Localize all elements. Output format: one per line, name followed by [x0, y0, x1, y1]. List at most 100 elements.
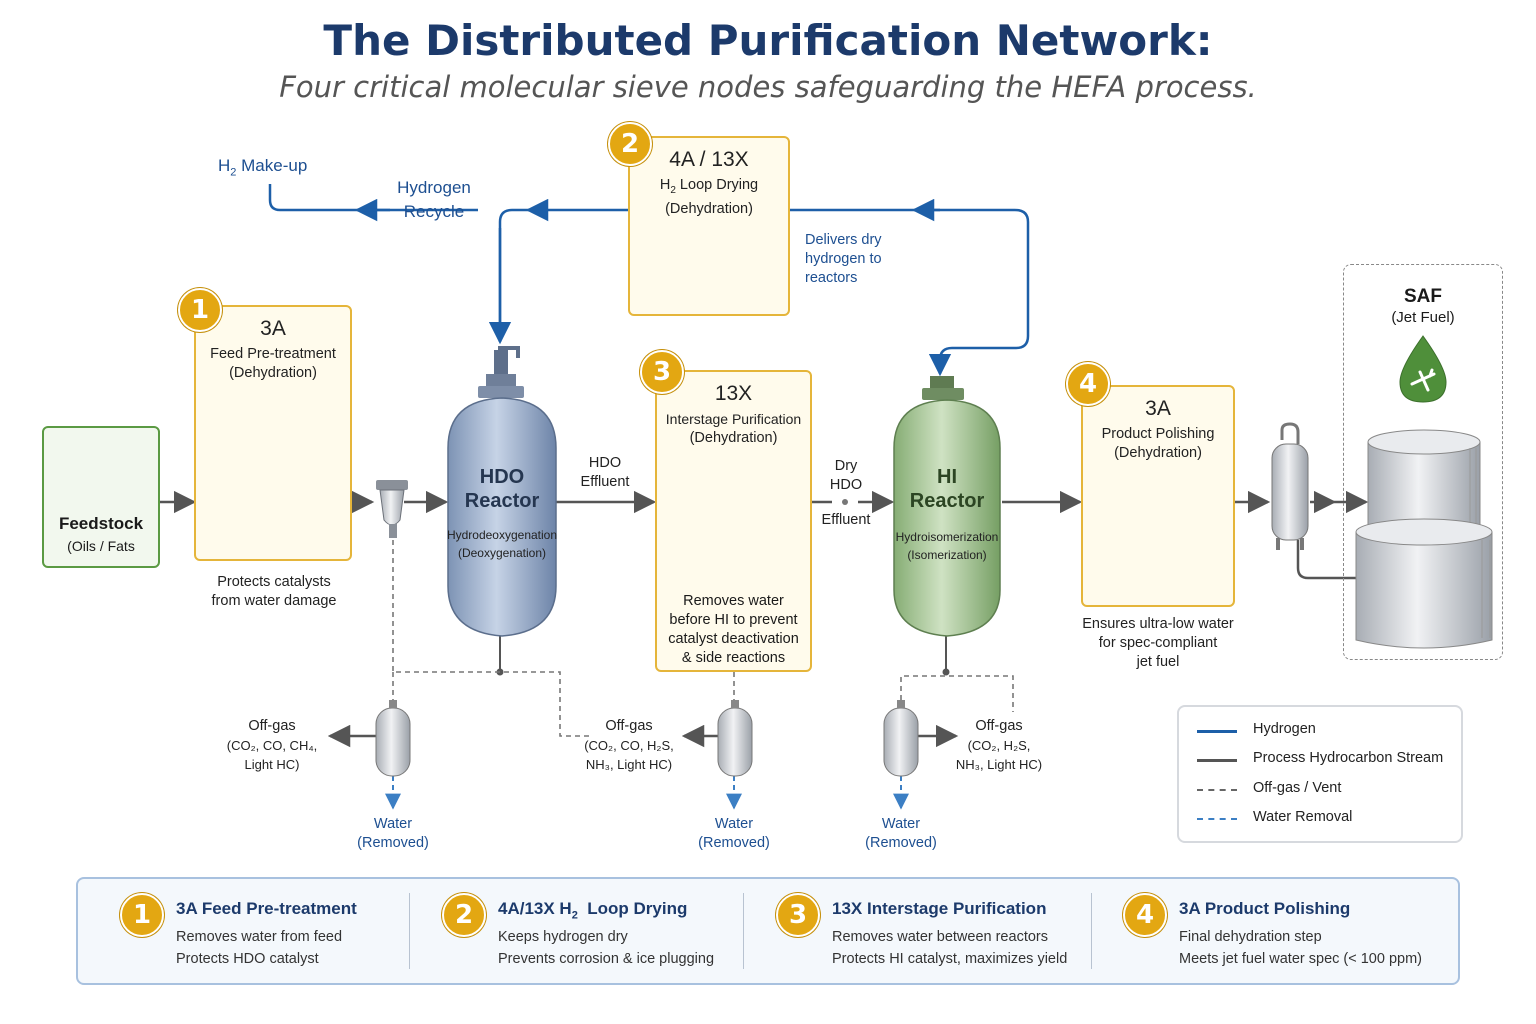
hi-reactor-title: HI Reactor: [894, 465, 1000, 513]
water-3-title: Water: [881, 816, 921, 832]
offgas-2-line-2: (CO₂, CO, H₂S,: [584, 738, 674, 753]
node-4-name: Product Polishing: [1101, 426, 1215, 442]
dry-effluent-line-2: HDO: [829, 477, 863, 493]
offgas-1-line-3: Light HC): [244, 757, 300, 772]
node-2-name-suffix: Loop Drying: [675, 177, 759, 193]
node-3-note: Removes water before HI to prevent catal…: [657, 592, 810, 668]
water-1-title: Water: [373, 816, 413, 832]
offgas-3-title: Off-gas: [975, 718, 1023, 734]
summary-3-line-2: Protects HI catalyst, maximizes yield: [832, 951, 1068, 967]
filter-icon: [376, 480, 408, 538]
legend-swatch-process: [1197, 759, 1237, 762]
offgas-1-line-2: (CO₂, CO, CH₄,: [226, 738, 318, 753]
node-2-note-line-1: Delivers dry: [805, 232, 882, 248]
offgas-1-label: Off-gas (CO₂, CO, CH₄, Light HC): [212, 717, 332, 774]
summary-divider-2: [743, 893, 744, 969]
summary-1-title: 3A Feed Pre-treatment: [176, 899, 357, 918]
node-2-code: 4A / 13X: [669, 148, 749, 171]
offgas-2-line-3: NH₃, Light HC): [585, 757, 673, 772]
hi-reactor-line-1: HI: [937, 466, 957, 488]
separator-1-icon: [375, 700, 411, 777]
node-3-badge: 3: [640, 350, 684, 394]
hdo-reactor-title: HDO Reactor: [448, 465, 556, 513]
dry-hdo-effluent-label: Dry HDO Effluent: [815, 457, 877, 530]
legend-label-hydrogen: Hydrogen: [1253, 721, 1316, 737]
legend: Hydrogen Process Hydrocarbon Stream Off-…: [1177, 705, 1463, 843]
offgas-3-line-3: NH₃, Light HC): [955, 757, 1043, 772]
summary-item-1: 1 3A Feed Pre-treatment Removes water fr…: [78, 879, 408, 983]
h2-makeup-sub: 2: [230, 166, 237, 179]
feedstock-detail: (Oils / Fats: [67, 538, 135, 554]
hdo-reactor-process-sub: (Deoxygenation): [457, 546, 547, 560]
summary-1-line-2: Protects HDO catalyst: [176, 951, 319, 967]
summary-bar: 1 3A Feed Pre-treatment Removes water fr…: [76, 877, 1460, 985]
summary-4-title: 3A Product Polishing: [1179, 899, 1351, 918]
saf-product-box: [1343, 264, 1503, 660]
summary-2-title-pre: 4A/13X H: [498, 899, 572, 918]
product-column-icon: [1271, 422, 1309, 550]
legend-swatch-water: [1197, 818, 1237, 820]
hydrogen-recycle-line-1: Hydrogen: [397, 178, 471, 197]
node-1-code: 3A: [260, 317, 286, 340]
node-2-note-line-3: reactors: [805, 270, 858, 286]
page-title: The Distributed Purification Network:: [323, 16, 1213, 65]
node-3-note-line-1: Removes water: [683, 593, 784, 609]
node-2-name: H2 Loop Drying: [630, 176, 788, 200]
page-subtitle: Four critical molecular sieve nodes safe…: [279, 70, 1257, 104]
feedstock-box: Feedstock (Oils / Fats: [42, 426, 160, 568]
summary-divider-3: [1091, 893, 1092, 969]
summary-1-badge: 1: [120, 893, 164, 937]
node-2-mode: (Dehydration): [665, 200, 753, 217]
water-1-label: Water (Removed): [343, 815, 443, 853]
offgas-3-line-2: (CO₂, H₂S,: [967, 738, 1031, 753]
water-2-label: Water (Removed): [684, 815, 784, 853]
node-4-note-line-1: Ensures ultra-low water: [1082, 616, 1234, 632]
node-1-mode: (Dehydration): [229, 365, 317, 381]
legend-label-offgas: Off-gas / Vent: [1253, 780, 1342, 796]
water-2-sub: (Removed): [698, 835, 770, 851]
sieve-node-1: 3A Feed Pre-treatment (Dehydration): [194, 305, 352, 561]
legend-swatch-hydrogen: [1197, 730, 1237, 733]
summary-2-title-post: Loop Drying: [577, 899, 688, 918]
node-2-name-sub: 2: [670, 184, 676, 196]
water-3-sub: (Removed): [865, 835, 937, 851]
node-1-badge: 1: [178, 288, 222, 332]
summary-4-line-1: Final dehydration step: [1179, 929, 1322, 945]
hdo-effluent-line-1: HDO: [588, 455, 622, 471]
node-3-note-line-4: & side reactions: [681, 650, 786, 666]
summary-2-line-2: Prevents corrosion & ice plugging: [498, 951, 715, 967]
water-2-title: Water: [714, 816, 754, 832]
offgas-1-title: Off-gas: [248, 718, 296, 734]
node-1-note: Protects catalysts from water damage: [194, 573, 354, 611]
summary-4-line-2: Meets jet fuel water spec (< 100 ppm): [1179, 951, 1422, 967]
hdo-reactor-process-name: Hydrodeoxygenation: [446, 528, 558, 542]
summary-2-title-sub: 2: [571, 909, 578, 922]
node-3-code: 13X: [714, 382, 753, 405]
h2-makeup-label: H2 Make-up: [218, 156, 307, 182]
water-1-sub: (Removed): [357, 835, 429, 851]
hydrogen-recycle-label: Hydrogen Recycle: [384, 176, 484, 224]
summary-item-4: 4 3A Product Polishing Final dehydration…: [1081, 879, 1459, 983]
hi-reactor-process-sub: (Isomerization): [907, 548, 987, 562]
node-4-note-line-3: jet fuel: [1136, 654, 1180, 670]
node-4-mode: (Dehydration): [1114, 445, 1202, 461]
offgas-2-title: Off-gas: [605, 718, 653, 734]
h2-makeup-pre: H: [218, 156, 231, 175]
hdo-effluent-label: HDO Effluent: [570, 454, 640, 492]
node-1-note-line-2: from water damage: [211, 593, 337, 609]
hi-reactor-vessel-icon: [893, 376, 1001, 637]
node-1-name: Feed Pre-treatment: [210, 346, 336, 362]
hdo-reactor-line-2: Reactor: [464, 490, 540, 512]
node-4-note: Ensures ultra-low water for spec-complia…: [1068, 615, 1248, 672]
legend-swatch-offgas: [1197, 789, 1237, 791]
hdo-effluent-line-2: Effluent: [580, 474, 630, 490]
legend-label-water: Water Removal: [1253, 809, 1353, 825]
summary-item-2: 2 4A/13X H2 Loop Drying Keeps hydrogen d…: [400, 879, 730, 983]
separator-2-icon: [717, 700, 753, 777]
dry-effluent-line-1: Dry: [834, 458, 858, 474]
feedstock-label: Feedstock: [58, 514, 144, 533]
node-3-name: Interstage Purification: [665, 411, 802, 427]
summary-2-badge: 2: [442, 893, 486, 937]
node-3-mode: (Dehydration): [689, 430, 778, 446]
